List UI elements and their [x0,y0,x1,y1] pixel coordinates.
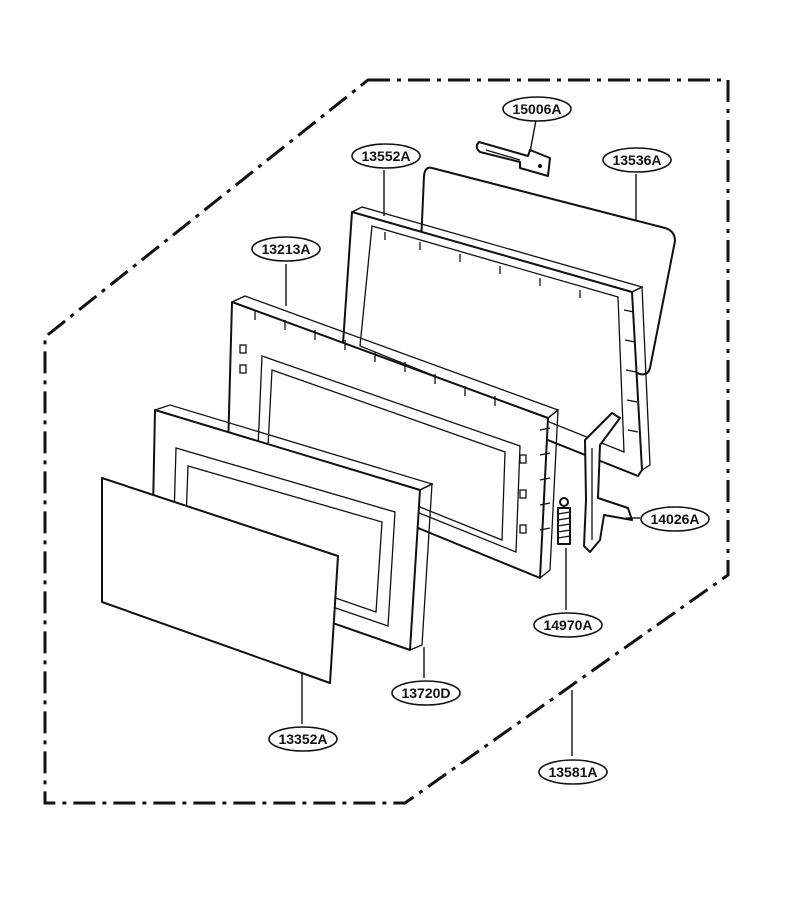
part-number-label: 13581A [548,764,597,780]
part-13213a-door-frame [227,295,560,579]
part-number-label: 14970A [543,617,592,633]
part-number-label: 15006A [512,101,561,117]
callout-13581a: 13581A [538,759,608,785]
part-14026a-latch [583,412,633,553]
leader-lines [285,119,640,756]
callout-13536a: 13536A [602,147,672,173]
part-14970a-spring [557,497,571,545]
part-number-label: 14026A [650,511,699,527]
callout-13352a: 13352A [268,726,338,752]
callout-13720d: 13720D [391,680,461,706]
part-13352a-front-panel [101,477,339,684]
callout-14970a: 14970A [533,612,603,638]
callout-15006a: 15006A [502,96,572,122]
part-13552a-frame [341,206,651,477]
assembly-boundary [43,78,730,805]
part-number-label: 13213A [261,241,310,257]
part-number-label: 13552A [361,148,410,164]
callout-13552a: 13552A [351,143,421,169]
part-15006a-bracket [475,141,551,177]
part-number-label: 13536A [612,152,661,168]
callout-14026a: 14026A [640,506,710,532]
callout-13213a: 13213A [251,236,321,262]
part-number-label: 13352A [278,731,327,747]
part-13720d-door-cover [151,404,434,651]
part-number-label: 13720D [401,685,450,701]
